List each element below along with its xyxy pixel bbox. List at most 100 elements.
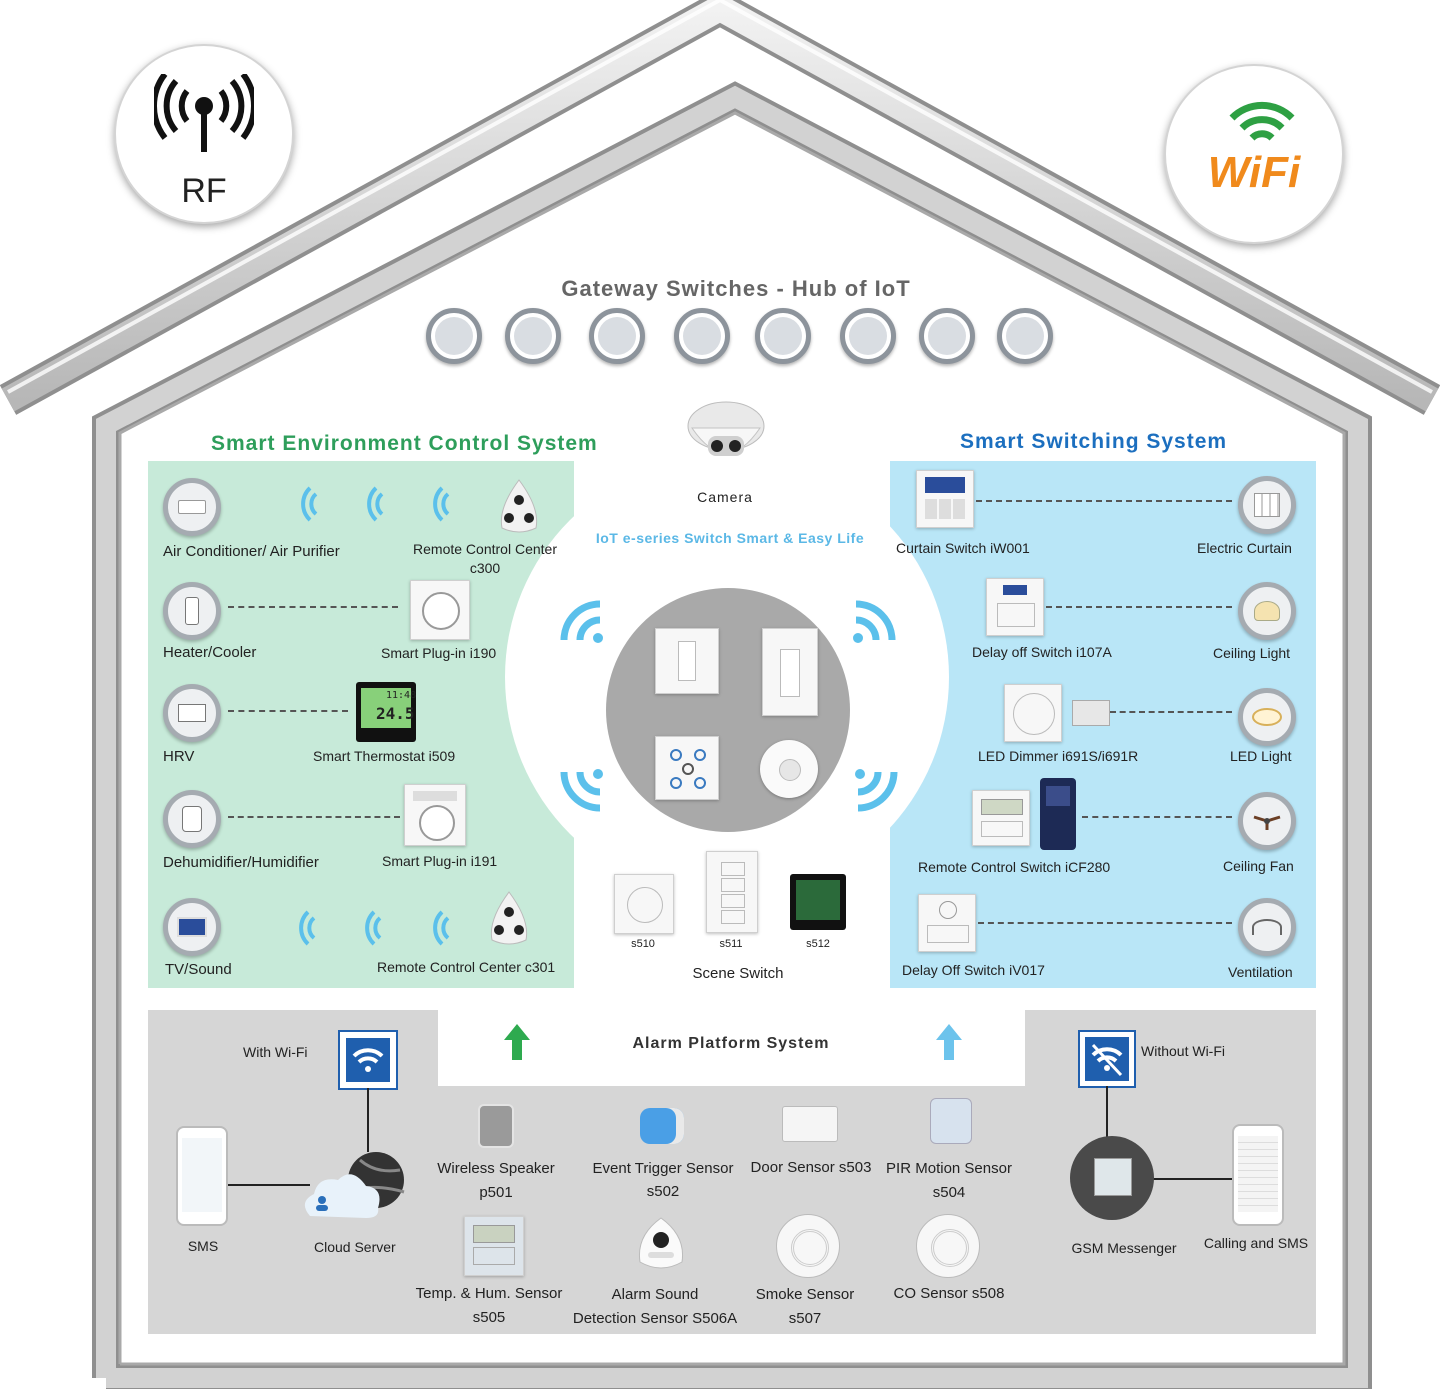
cloud-server-icon[interactable]	[300, 1150, 410, 1224]
wifi-box-icon	[338, 1030, 398, 1090]
sw-row-right-label: Ceiling Fan	[1223, 858, 1294, 874]
led-dimmer-icon[interactable]	[1004, 684, 1062, 742]
pir-motion-sensor-icon[interactable]	[930, 1098, 972, 1144]
scene-switch-s510[interactable]	[614, 874, 674, 934]
temp-hum-sensor-icon[interactable]	[464, 1216, 524, 1276]
hrv-icon[interactable]	[163, 684, 221, 742]
camera-icon[interactable]	[686, 398, 766, 470]
tv-icon[interactable]	[163, 898, 221, 956]
alarm-title: Alarm Platform System	[632, 1035, 830, 1052]
sw-row-right-label: Electric Curtain	[1197, 540, 1292, 556]
led-light-icon[interactable]	[1238, 688, 1296, 746]
alarm-header-box	[438, 1010, 1025, 1086]
scene-item-label: s511	[719, 938, 743, 950]
electric-curtain-icon[interactable]	[1238, 476, 1296, 534]
smoke-sensor-icon[interactable]	[776, 1214, 840, 1278]
wireless-signal-icon	[367, 486, 384, 522]
door-sensor-icon[interactable]	[782, 1106, 838, 1142]
gateway-switch[interactable]	[755, 308, 811, 364]
led-dimmer-receiver-icon[interactable]	[1072, 700, 1110, 726]
co-sensor-icon[interactable]	[916, 1214, 980, 1278]
sensor-label: s505	[472, 1309, 506, 1326]
signal-waves-icon	[855, 769, 898, 812]
connector-line	[1106, 1086, 1108, 1138]
env-row-right-label: Smart Plug-in i191	[382, 853, 498, 869]
motion-sensor-device[interactable]	[760, 740, 818, 798]
sw-row-left-label: Delay off Switch i107A	[972, 644, 1112, 660]
gateway-switch[interactable]	[426, 308, 482, 364]
env-row-right-label: Smart Thermostat i509	[313, 748, 456, 764]
ceiling-light-icon[interactable]	[1238, 582, 1296, 640]
connection-line	[228, 710, 348, 712]
remote-control-center-icon[interactable]	[496, 478, 542, 536]
scene-switch-s511[interactable]	[706, 851, 758, 933]
smart-plug-i190-icon[interactable]	[410, 580, 470, 640]
sw-row-left-label: Curtain Switch iW001	[896, 540, 1030, 556]
gateway-switch[interactable]	[919, 308, 975, 364]
gateway-switch[interactable]	[505, 308, 561, 364]
connection-line	[228, 606, 398, 608]
signal-waves-icon	[560, 600, 603, 643]
thermostat-temp: 24.5	[376, 704, 415, 723]
toggle-switch-device[interactable]	[655, 628, 719, 694]
remote-control-switch-icon[interactable]	[972, 790, 1030, 846]
connector-line	[1152, 1178, 1232, 1180]
gateway-switch[interactable]	[674, 308, 730, 364]
smart-thermostat-icon[interactable]: 11:48 24.5	[356, 682, 416, 742]
alarm-sound-sensor-icon[interactable]	[634, 1216, 688, 1274]
connector-line	[367, 1088, 369, 1152]
delay-off-switch-icon[interactable]	[986, 578, 1044, 636]
ventilation-icon[interactable]	[1238, 898, 1296, 956]
env-row-right-label: c300	[469, 560, 501, 576]
signal-waves-icon	[560, 769, 603, 812]
sensor-label: Alarm Sound	[611, 1286, 699, 1303]
connection-line	[228, 816, 400, 818]
gateway-title: Gateway Switches - Hub of IoT	[561, 276, 911, 301]
curtain-switch-icon[interactable]	[916, 470, 974, 528]
env-row-left-label: Dehumidifier/Humidifier	[163, 854, 319, 871]
rf-antenna-icon	[154, 74, 254, 152]
smart-plug-i191-icon[interactable]	[404, 784, 466, 846]
with-wifi-label: With Wi-Fi	[243, 1044, 308, 1060]
wifi-label: WiFi	[1207, 148, 1301, 197]
scene-item-label: s512	[806, 938, 830, 950]
scene-switch-s512[interactable]	[790, 874, 846, 930]
env-row-left-label: Heater/Cooler	[163, 644, 257, 661]
connection-line	[976, 500, 1232, 502]
gateway-switch[interactable]	[589, 308, 645, 364]
env-row-right-label: Remote Control Center c301	[377, 959, 556, 975]
gateway-switch[interactable]	[997, 308, 1053, 364]
center-tagline: IoT e-series Switch Smart & Easy Life	[595, 530, 865, 546]
without-wifi-label: Without Wi-Fi	[1141, 1043, 1225, 1059]
sensor-label: Smoke Sensor	[755, 1286, 855, 1303]
sms-phone-icon[interactable]	[176, 1126, 228, 1226]
event-trigger-sensor-icon[interactable]	[640, 1108, 684, 1144]
air-conditioner-icon[interactable]	[163, 478, 221, 536]
env-row-right-label: Remote Control Center	[413, 541, 557, 557]
sw-row-right-label: LED Light	[1230, 748, 1292, 764]
calling-phone-icon[interactable]	[1232, 1124, 1284, 1226]
dehumidifier-icon[interactable]	[163, 790, 221, 848]
blue-up-arrow-icon	[936, 1024, 962, 1060]
wireless-speaker-icon[interactable]	[478, 1104, 514, 1148]
sw-row-right-label: Ceiling Light	[1213, 645, 1291, 661]
sensor-label: Temp. & Hum. Sensor	[415, 1285, 563, 1302]
fan-controller-icon[interactable]	[1040, 778, 1076, 850]
sensor-label: Door Sensor s503	[750, 1159, 872, 1176]
heater-icon[interactable]	[163, 582, 221, 640]
toggle-switch-device[interactable]	[762, 628, 818, 716]
gateway-switch[interactable]	[840, 308, 896, 364]
touch-switch-device[interactable]	[655, 736, 719, 800]
rf-label: RF	[181, 172, 227, 210]
sensor-label: s507	[788, 1310, 822, 1327]
wifi-logo-icon	[1229, 101, 1295, 141]
delay-off-switch-iv017-icon[interactable]	[918, 894, 976, 952]
wireless-signal-icon	[433, 486, 450, 522]
ceiling-fan-icon[interactable]	[1238, 792, 1296, 850]
gsm-messenger-icon[interactable]	[1070, 1136, 1154, 1220]
remote-control-center-icon[interactable]	[486, 890, 532, 948]
gsm-messenger-label: GSM Messenger	[1071, 1240, 1177, 1256]
scene-title: Scene Switch	[692, 965, 784, 982]
camera-label: Camera	[697, 489, 753, 505]
